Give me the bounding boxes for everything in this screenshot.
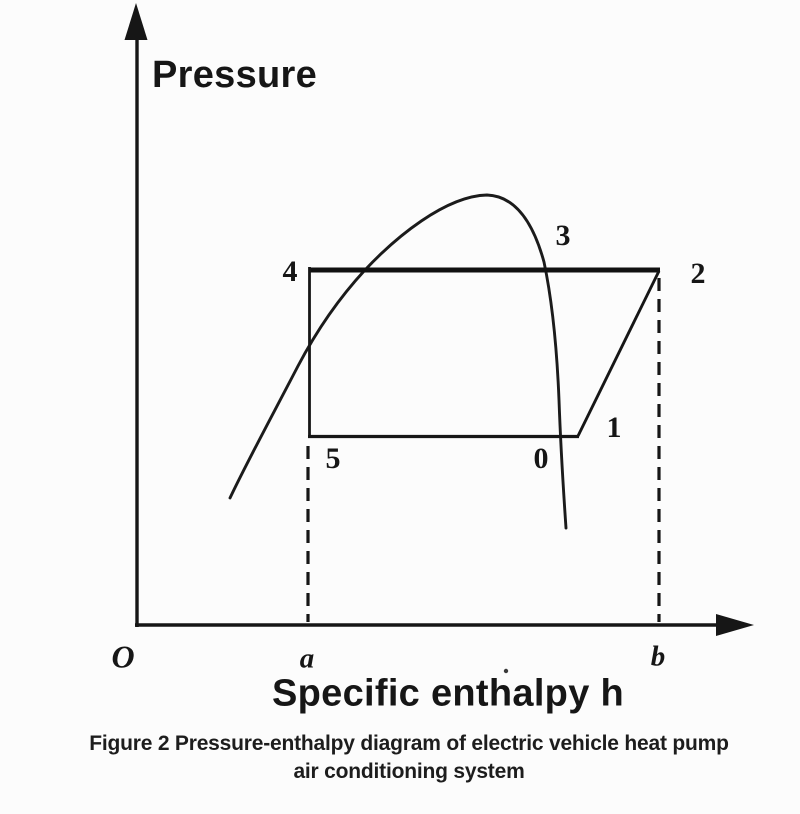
point-label-1: 1 [606, 411, 622, 444]
figure-caption-line1: Figure 2 Pressure-enthalpy diagram of el… [89, 732, 729, 755]
stray-dot-artifact [503, 668, 509, 674]
point-label-0: 0 [533, 442, 549, 475]
y-axis-title: Pressure [152, 54, 318, 96]
figure-caption-line2: air conditioning system [293, 760, 525, 783]
x-axis-title: Specific enthalpy h [271, 672, 625, 715]
origin-label: O [111, 638, 135, 675]
y-axis-arrow-icon [124, 3, 148, 40]
cycle-line-compression-1-2 [576, 270, 661, 437]
point-label-2: 2 [690, 257, 706, 290]
x-mark-b: b [650, 640, 666, 673]
saturation-dome-curve [228, 193, 568, 530]
point-label-4: 4 [282, 255, 298, 288]
point-label-3: 3 [555, 219, 571, 252]
x-mark-a: a [299, 642, 315, 675]
x-axis-arrow-icon [716, 614, 754, 636]
point-label-5: 5 [325, 442, 341, 475]
